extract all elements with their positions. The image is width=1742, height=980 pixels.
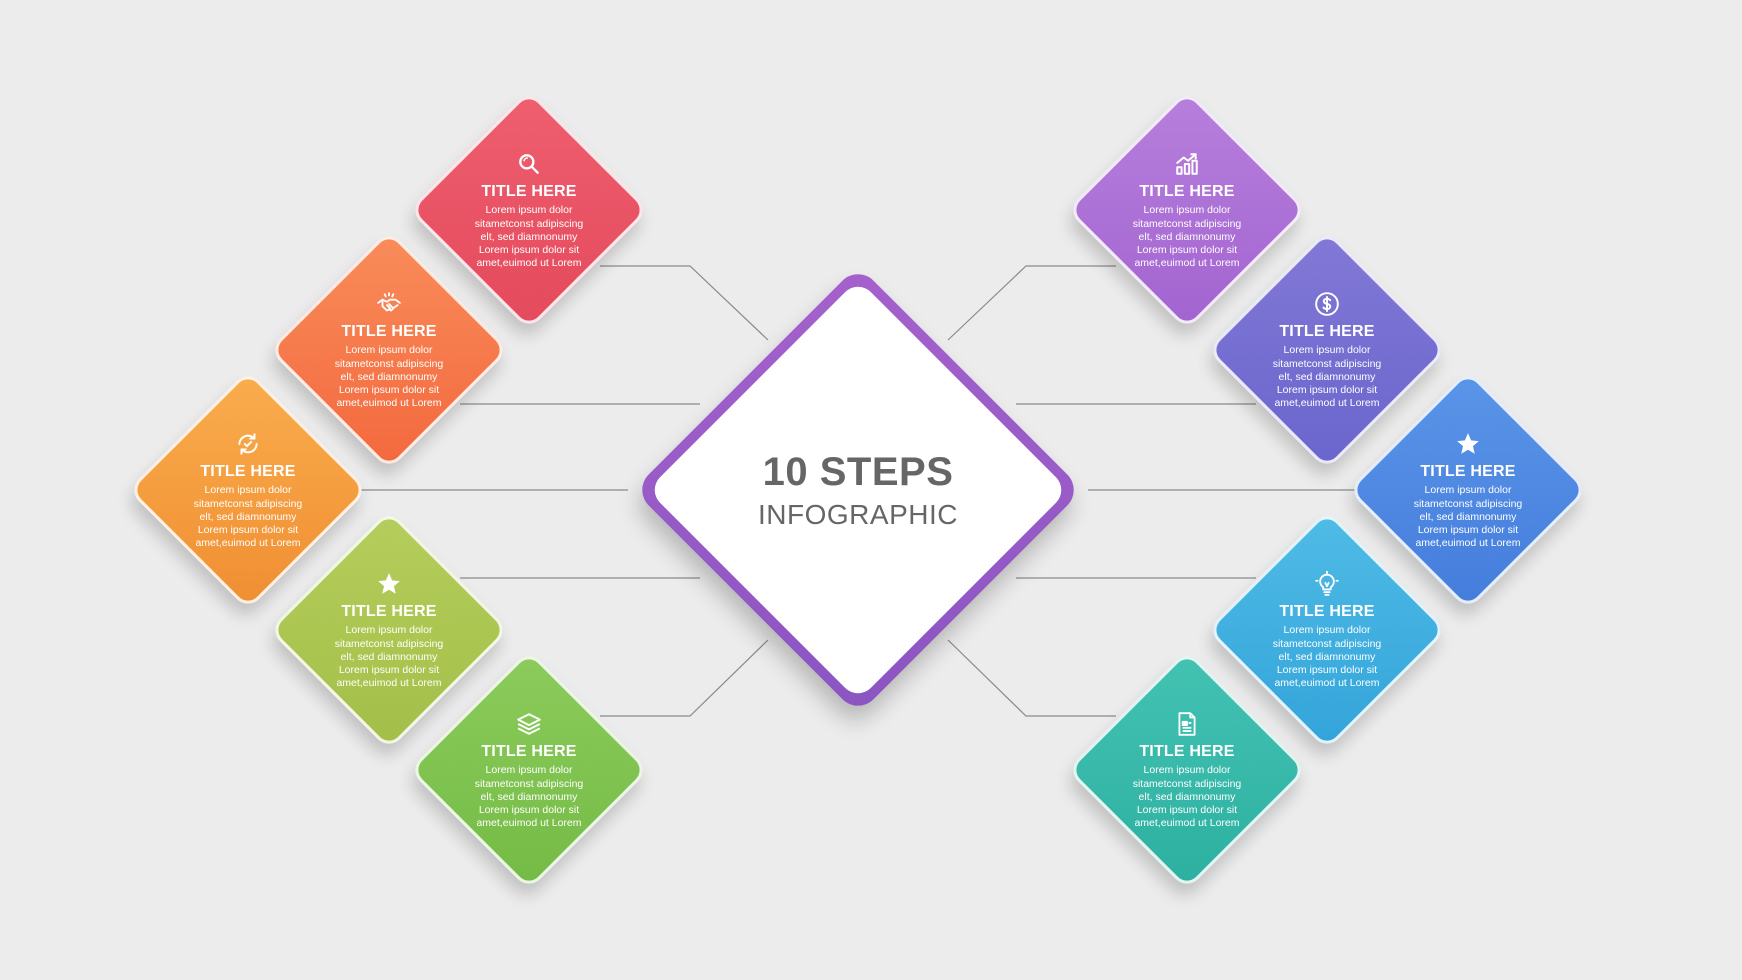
handshake-icon [374,289,404,319]
document-icon [1172,709,1202,739]
infographic-headline: 10 STEPS [762,449,954,494]
dollar-icon [1312,289,1342,319]
lightbulb-icon [1312,569,1342,599]
star-icon [1453,429,1483,459]
step-title: TITLE HERE [1279,323,1375,341]
step-title: TITLE HERE [341,603,437,621]
connector-step-5 [600,639,769,717]
connector-step-1 [600,265,769,341]
step-title: TITLE HERE [1420,463,1516,481]
step-title: TITLE HERE [341,323,437,341]
step-title: TITLE HERE [481,743,577,761]
center-diamond: 10 STEPS INFOGRAPHIC [618,250,1098,730]
layers-icon [514,709,544,739]
growth-chart-icon [1172,149,1202,179]
infographic-subline: INFOGRAPHIC [758,498,958,530]
refresh-check-icon [233,429,263,459]
step-title: TITLE HERE [1139,743,1235,761]
step-title: TITLE HERE [1279,603,1375,621]
search-icon [514,149,544,179]
connector-step-10 [947,639,1116,717]
step-title: TITLE HERE [1139,183,1235,201]
step-title: TITLE HERE [200,463,296,481]
step-title: TITLE HERE [481,183,577,201]
star-icon [374,569,404,599]
connector-step-6 [947,265,1116,341]
